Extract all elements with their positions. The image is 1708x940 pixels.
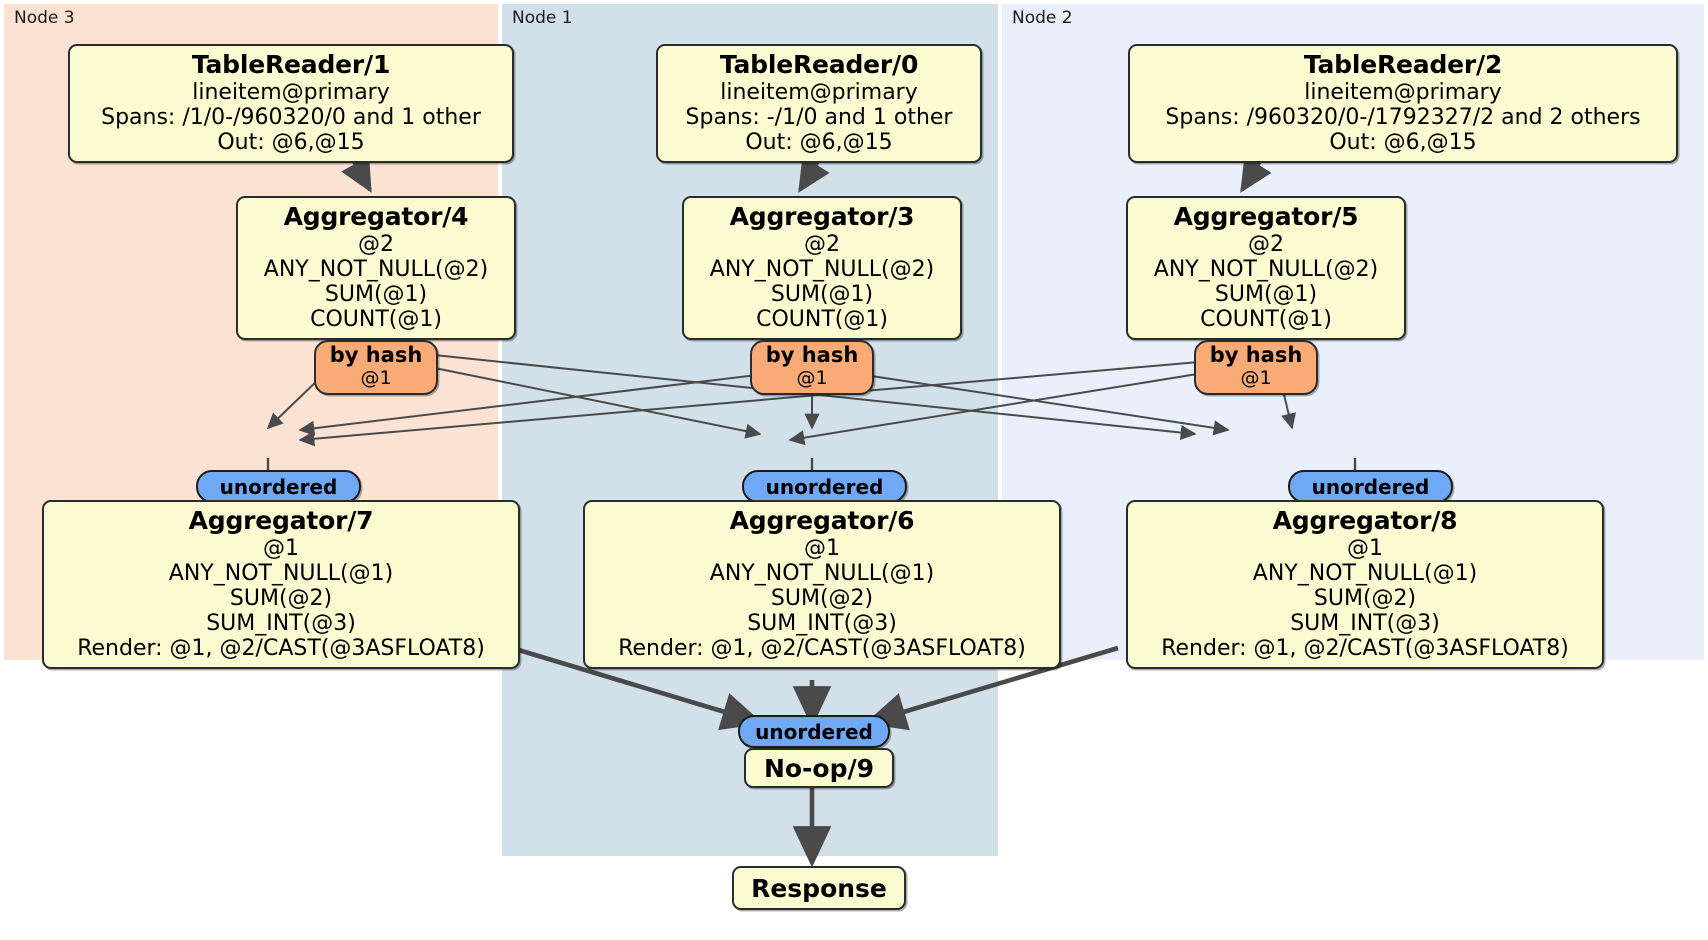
processor-line: ANY_NOT_NULL(@2)	[263, 256, 489, 282]
processor-aggregator-5[interactable]: Aggregator/5 @2 ANY_NOT_NULL(@2) SUM(@1)…	[1126, 196, 1406, 340]
processor-title: Aggregator/3	[729, 202, 915, 231]
processor-title: Aggregator/7	[188, 506, 374, 535]
processor-line: @1	[1347, 535, 1383, 561]
processor-aggregator-4[interactable]: Aggregator/4 @2 ANY_NOT_NULL(@2) SUM(@1)…	[236, 196, 516, 340]
router-title: by hash	[765, 343, 859, 367]
processor-line: SUM(@1)	[770, 281, 874, 307]
processor-line: ANY_NOT_NULL(@1)	[709, 560, 935, 586]
processor-aggregator-3[interactable]: Aggregator/3 @2 ANY_NOT_NULL(@2) SUM(@1)…	[682, 196, 962, 340]
processor-line: Spans: -/1/0 and 1 other	[685, 104, 953, 130]
router-key: @1	[1240, 366, 1272, 389]
synchronizer-unordered-right[interactable]: unordered	[1288, 470, 1453, 503]
processor-line: SUM(@2)	[1313, 585, 1417, 611]
processor-line: Render: @1, @2/CAST(@3ASFLOAT8)	[618, 635, 1026, 661]
synchronizer-unordered-left[interactable]: unordered	[196, 470, 361, 503]
router-key: @1	[796, 366, 828, 389]
processor-line: @1	[263, 535, 299, 561]
processor-line: Render: @1, @2/CAST(@3ASFLOAT8)	[1161, 635, 1569, 661]
router-by-hash-left[interactable]: by hash @1	[314, 340, 438, 395]
processor-line: SUM(@2)	[770, 585, 874, 611]
processor-line: Spans: /960320/0-/1792327/2 and 2 others	[1165, 104, 1641, 130]
processor-aggregator-8[interactable]: Aggregator/8 @1 ANY_NOT_NULL(@1) SUM(@2)…	[1126, 500, 1604, 669]
processor-line: SUM_INT(@3)	[747, 610, 897, 636]
router-key: @1	[360, 366, 392, 389]
processor-line: SUM(@1)	[1214, 281, 1318, 307]
processor-line: lineitem@primary	[192, 79, 390, 105]
processor-line: @1	[804, 535, 840, 561]
processor-line: ANY_NOT_NULL(@2)	[1153, 256, 1379, 282]
processor-line: @2	[358, 231, 394, 257]
processor-aggregator-7[interactable]: Aggregator/7 @1 ANY_NOT_NULL(@1) SUM(@2)…	[42, 500, 520, 669]
processor-title: Aggregator/4	[283, 202, 469, 231]
router-title: by hash	[1209, 343, 1303, 367]
node-2-label: Node 2	[1012, 8, 1073, 28]
processor-no-op-9[interactable]: No-op/9	[744, 748, 894, 788]
processor-line: Spans: /1/0-/960320/0 and 1 other	[101, 104, 481, 130]
processor-line: COUNT(@1)	[756, 306, 888, 332]
processor-title: Aggregator/8	[1272, 506, 1458, 535]
router-by-hash-right[interactable]: by hash @1	[1194, 340, 1318, 395]
processor-line: @2	[1248, 231, 1284, 257]
processor-line: SUM_INT(@3)	[206, 610, 356, 636]
processor-line: SUM(@2)	[229, 585, 333, 611]
processor-line: Render: @1, @2/CAST(@3ASFLOAT8)	[77, 635, 485, 661]
router-by-hash-center[interactable]: by hash @1	[750, 340, 874, 395]
router-title: by hash	[329, 343, 423, 367]
processor-table-reader-2[interactable]: TableReader/2 lineitem@primary Spans: /9…	[1128, 44, 1678, 163]
processor-aggregator-6[interactable]: Aggregator/6 @1 ANY_NOT_NULL(@1) SUM(@2)…	[583, 500, 1061, 669]
processor-line: ANY_NOT_NULL(@1)	[1252, 560, 1478, 586]
processor-line: SUM_INT(@3)	[1290, 610, 1440, 636]
synchronizer-unordered-center[interactable]: unordered	[742, 470, 907, 503]
node-3-label: Node 3	[14, 8, 75, 28]
processor-line: COUNT(@1)	[310, 306, 442, 332]
processor-title: TableReader/2	[1303, 50, 1503, 79]
processor-line: Out: @6,@15	[1329, 129, 1477, 155]
processor-line: lineitem@primary	[720, 79, 918, 105]
processor-title: TableReader/0	[719, 50, 919, 79]
processor-line: lineitem@primary	[1304, 79, 1502, 105]
processor-title: Aggregator/5	[1173, 202, 1359, 231]
processor-line: @2	[804, 231, 840, 257]
processor-response[interactable]: Response	[732, 866, 906, 910]
processor-table-reader-1[interactable]: TableReader/1 lineitem@primary Spans: /1…	[68, 44, 514, 163]
processor-line: COUNT(@1)	[1200, 306, 1332, 332]
processor-table-reader-0[interactable]: TableReader/0 lineitem@primary Spans: -/…	[656, 44, 982, 163]
processor-line: Out: @6,@15	[745, 129, 893, 155]
processor-line: ANY_NOT_NULL(@1)	[168, 560, 394, 586]
processor-title: Aggregator/6	[729, 506, 915, 535]
processor-title: TableReader/1	[191, 50, 391, 79]
node-1-label: Node 1	[512, 8, 573, 28]
processor-line: ANY_NOT_NULL(@2)	[709, 256, 935, 282]
processor-line: Out: @6,@15	[217, 129, 365, 155]
processor-line: SUM(@1)	[324, 281, 428, 307]
synchronizer-unordered-final[interactable]: unordered	[738, 715, 890, 748]
